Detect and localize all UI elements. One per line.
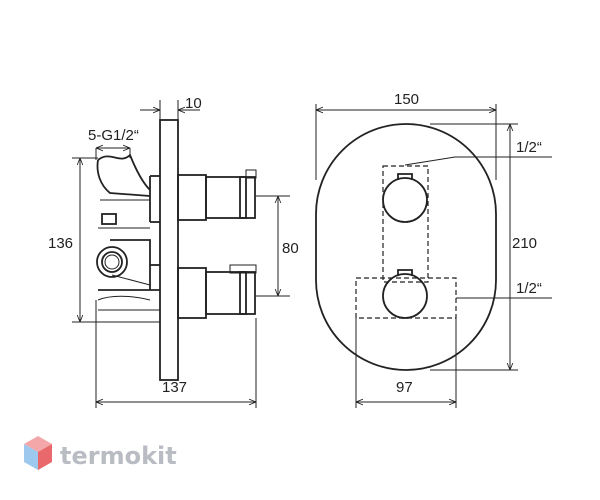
upper-cartridge <box>149 169 257 223</box>
label-inlet-spacing: 80 <box>282 240 299 257</box>
termokit-logo: termokit <box>24 436 177 470</box>
label-plate-width: 150 <box>394 91 419 108</box>
label-lower-thread: 1/2“ <box>516 280 542 297</box>
cube-icon <box>24 436 52 470</box>
side-view: 5-G1/2“ 10 136 80 137 <box>48 95 299 408</box>
inlet-fitting <box>96 246 128 278</box>
front-view: 150 210 97 1/2“ 1/2“ <box>315 91 552 408</box>
label-plate-thickness: 10 <box>185 95 202 112</box>
label-body-depth: 137 <box>162 379 187 396</box>
label-handle-spacing: 97 <box>396 379 413 396</box>
cover-plate-side <box>159 119 179 381</box>
label-upper-thread: 1/2“ <box>516 139 542 156</box>
mixer-body <box>96 153 160 311</box>
lower-cartridge <box>177 264 257 319</box>
lower-handle <box>355 269 457 319</box>
label-plate-height: 210 <box>512 235 537 252</box>
label-body-height: 136 <box>48 235 73 252</box>
upper-handle <box>382 165 429 283</box>
cover-plate-front <box>315 123 497 371</box>
leader-upper-thread <box>404 156 552 166</box>
label-inlet-thread: 5-G1/2“ <box>88 127 139 144</box>
logo-text: termokit <box>60 442 177 470</box>
